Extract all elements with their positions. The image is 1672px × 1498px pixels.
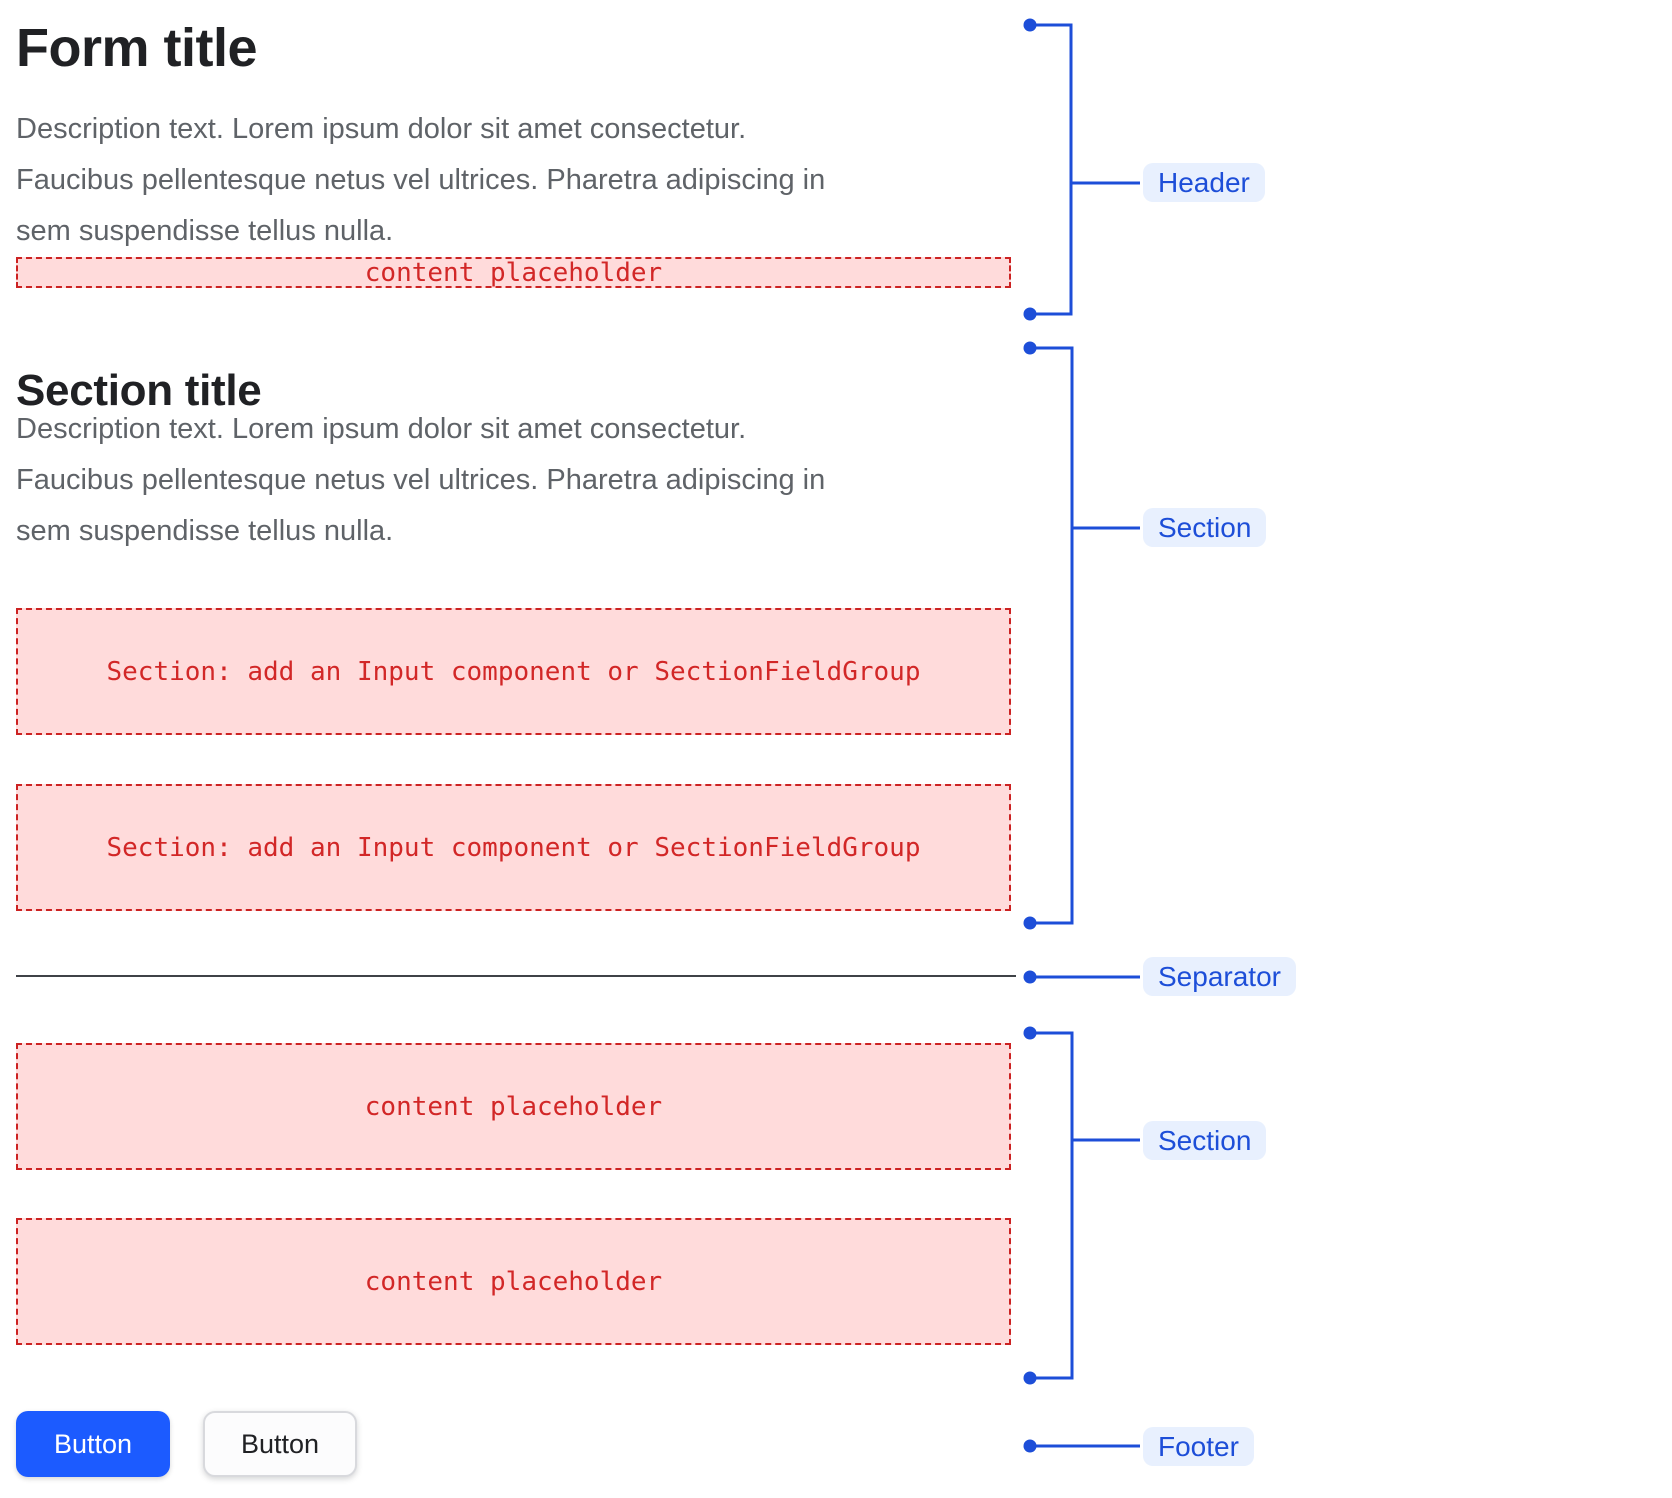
form-description-line: Faucibus pellentesque netus vel ultrices… xyxy=(16,164,826,196)
content-placeholder: content placeholder xyxy=(16,1218,1011,1345)
annotation-label-section: Section xyxy=(1143,508,1267,547)
annotation-label-footer: Footer xyxy=(1143,1427,1254,1466)
form-description-line: sem suspendisse tellus nulla. xyxy=(16,215,394,247)
annotation-label-section: Section xyxy=(1143,1121,1267,1160)
section-input-slot-placeholder: Section: add an Input component or Secti… xyxy=(16,784,1011,911)
form-description-line: Description text. Lorem ipsum dolor sit … xyxy=(16,113,747,145)
placeholder-text: content placeholder xyxy=(364,1266,663,1297)
section2-bracket xyxy=(1036,1031,1140,1380)
footer-connector-dot xyxy=(1023,1439,1037,1453)
form-description: Description text. Lorem ipsum dolor sit … xyxy=(16,104,1016,257)
separator-line xyxy=(16,975,1016,977)
header-content-placeholder: content placeholder xyxy=(16,257,1011,288)
section-input-slot-placeholder: Section: add an Input component or Secti… xyxy=(16,608,1011,735)
primary-button-label: Button xyxy=(53,1428,133,1459)
secondary-button[interactable]: Button xyxy=(203,1411,357,1477)
annotation-label-header: Header xyxy=(1143,163,1265,202)
secondary-button-label: Button xyxy=(240,1428,320,1459)
section-description-line: Description text. Lorem ipsum dolor sit … xyxy=(16,413,747,445)
header-bracket-dots xyxy=(1023,18,1037,321)
form-title: Form title xyxy=(16,18,258,78)
header-bracket xyxy=(1036,23,1140,316)
annotation-label-separator: Separator xyxy=(1143,957,1296,996)
primary-button[interactable]: Button xyxy=(16,1411,170,1477)
placeholder-text: content placeholder xyxy=(364,1091,663,1122)
section2-bracket-dots xyxy=(1023,1026,1037,1385)
separator-connector-dot xyxy=(1023,970,1037,984)
placeholder-text: Section: add an Input component or Secti… xyxy=(106,832,921,863)
section-description-line: sem suspendisse tellus nulla. xyxy=(16,515,394,547)
section-title: Section title xyxy=(16,366,262,415)
section-description-line: Faucibus pellentesque netus vel ultrices… xyxy=(16,464,826,496)
section-description: Description text. Lorem ipsum dolor sit … xyxy=(16,404,1016,557)
section1-bracket-dots xyxy=(1023,341,1037,930)
placeholder-text: content placeholder xyxy=(364,257,663,288)
placeholder-text: Section: add an Input component or Secti… xyxy=(106,656,921,687)
section1-bracket xyxy=(1036,346,1140,925)
content-placeholder: content placeholder xyxy=(16,1043,1011,1170)
